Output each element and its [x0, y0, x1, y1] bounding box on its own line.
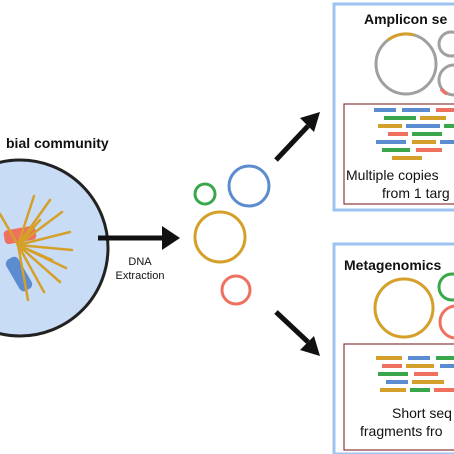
amplicon-reads-box: [343, 103, 454, 205]
community-label: bial community: [6, 135, 109, 151]
read: [416, 148, 442, 152]
metagenomics-caption-line2: fragments fro: [360, 423, 443, 439]
read: [380, 388, 406, 392]
extraction-arrow-head: [162, 226, 180, 250]
amplicon-panel: Amplicon se Multiple copies from 1 targ: [332, 2, 454, 212]
extraction-step: DNA Extraction: [98, 226, 180, 282]
amplicon-reads: [374, 108, 454, 160]
read: [412, 132, 442, 136]
read: [378, 372, 408, 376]
microbe-cluster-icon: [0, 194, 74, 302]
read: [412, 380, 444, 384]
microbial-community: bial community: [0, 135, 110, 338]
metagenomics-panel: Metagenomics Short seq fragments fro: [332, 242, 454, 454]
read: [406, 364, 434, 368]
arrow-to-metagenomics: [274, 310, 310, 344]
extraction-label-extraction: Extraction: [116, 270, 165, 282]
read: [382, 148, 410, 152]
amplicon-title: Amplicon se: [364, 11, 447, 27]
read: [376, 356, 402, 360]
metagenomics-title: Metagenomics: [344, 257, 441, 273]
read: [420, 116, 446, 120]
meta-circle-red: [438, 304, 454, 340]
read: [444, 124, 454, 128]
read: [382, 364, 402, 368]
branch-arrows: [274, 112, 320, 356]
amplicon-circle-small-bottom: [437, 63, 454, 97]
metagenomics-reads: [376, 356, 454, 392]
read: [388, 132, 408, 136]
dna-circle-gold: [193, 210, 247, 264]
read: [410, 388, 430, 392]
read: [434, 388, 454, 392]
extracted-dna: [193, 164, 271, 306]
read: [412, 140, 436, 144]
read: [440, 140, 454, 144]
amplicon-caption-line1: Multiple copies: [346, 167, 439, 183]
read: [402, 108, 430, 112]
metagenomics-caption-line1: Short seq: [392, 405, 452, 421]
arrow-to-metagenomics-head: [300, 336, 320, 356]
metagenomics-reads-box: [343, 343, 454, 451]
read: [374, 108, 396, 112]
amplicon-caption-line2: from 1 targ: [382, 185, 450, 201]
dna-circle-red: [220, 274, 252, 306]
read: [392, 156, 422, 160]
read: [376, 140, 406, 144]
arrow-to-amplicon-head: [300, 112, 320, 132]
read: [378, 124, 402, 128]
amplicon-circle-red-arc: [439, 88, 448, 96]
amplicon-circle-gold-arc: [387, 32, 415, 42]
read: [406, 124, 440, 128]
arrow-to-amplicon: [274, 124, 310, 162]
read: [386, 380, 408, 384]
meta-circle-gold: [373, 277, 435, 339]
read: [384, 116, 416, 120]
read: [436, 108, 454, 112]
dna-circle-blue: [227, 164, 271, 208]
meta-circle-green: [437, 272, 454, 302]
extraction-label-dna: DNA: [128, 256, 152, 268]
amplicon-circle-small-top: [437, 30, 454, 58]
read: [414, 372, 438, 376]
dna-circle-green: [193, 182, 217, 206]
read: [436, 356, 454, 360]
read: [440, 364, 454, 368]
read: [408, 356, 430, 360]
